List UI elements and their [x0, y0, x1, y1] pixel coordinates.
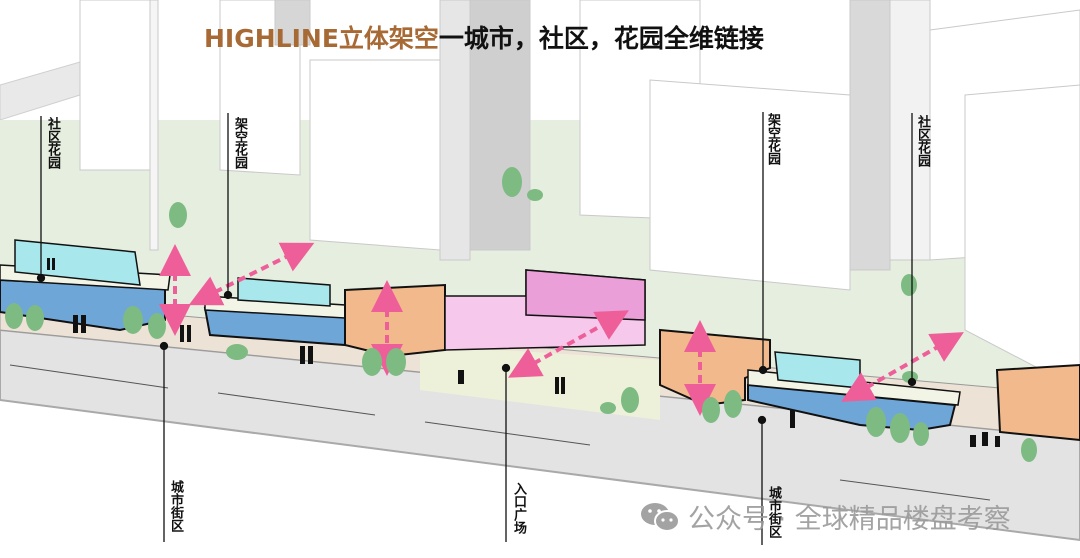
title-rest: 一城市，社区，花园全维链接 — [438, 24, 764, 53]
watermark: 公众号 · 全球精品楼盘考察 — [640, 497, 1011, 536]
label-elevated-garden-right: 架空花园 — [765, 113, 780, 165]
towers — [79, 0, 1080, 391]
label-elevated-garden-left: 架空花园 — [232, 117, 247, 169]
title-accent: HIGHLINE立体架空 — [204, 24, 439, 53]
label-city-block-left: 城市街区 — [168, 480, 183, 532]
people — [47, 258, 1000, 447]
label-city-block-right: 城市街区 — [766, 486, 781, 538]
watermark-text: 公众号 · 全球精品楼盘考察 — [688, 504, 1011, 535]
label-community-garden-left: 社区花园 — [45, 117, 60, 169]
leader-lines — [36, 112, 917, 545]
diagram-title: HIGHLINE立体架空一城市，社区，花园全维链接 — [204, 19, 764, 55]
trees — [5, 167, 1037, 462]
wechat-icon — [641, 502, 680, 532]
connection-arrows — [159, 242, 964, 416]
label-community-garden-right: 社区花园 — [915, 115, 930, 167]
label-entrance-plaza: 入口广场 — [511, 482, 526, 534]
